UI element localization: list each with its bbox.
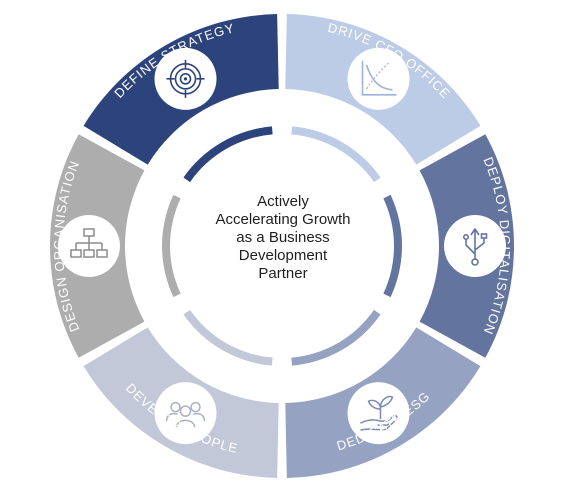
people-icon bbox=[154, 382, 217, 445]
center-statement: Actively Accelerating Growth as a Busine… bbox=[183, 193, 383, 283]
inner-arc-cfo bbox=[291, 126, 381, 183]
center-line-4: Development bbox=[238, 247, 328, 264]
center-line-2: Accelerating Growth bbox=[215, 211, 351, 228]
center-line-3: as a Business bbox=[236, 229, 330, 246]
inner-arc-people bbox=[183, 309, 273, 366]
chart-decline-icon bbox=[347, 47, 410, 110]
center-line-1: Actively bbox=[257, 193, 309, 210]
org-chart-icon bbox=[58, 215, 120, 277]
inner-arc-digital bbox=[383, 194, 402, 298]
inner-arc-define bbox=[183, 126, 273, 183]
plant-hand-icon bbox=[347, 382, 410, 445]
target-icon bbox=[154, 47, 217, 110]
usb-icon bbox=[444, 215, 506, 277]
inner-arc-org bbox=[162, 194, 181, 298]
center-line-5: Partner bbox=[258, 265, 308, 282]
inner-arc-esg bbox=[291, 309, 381, 366]
